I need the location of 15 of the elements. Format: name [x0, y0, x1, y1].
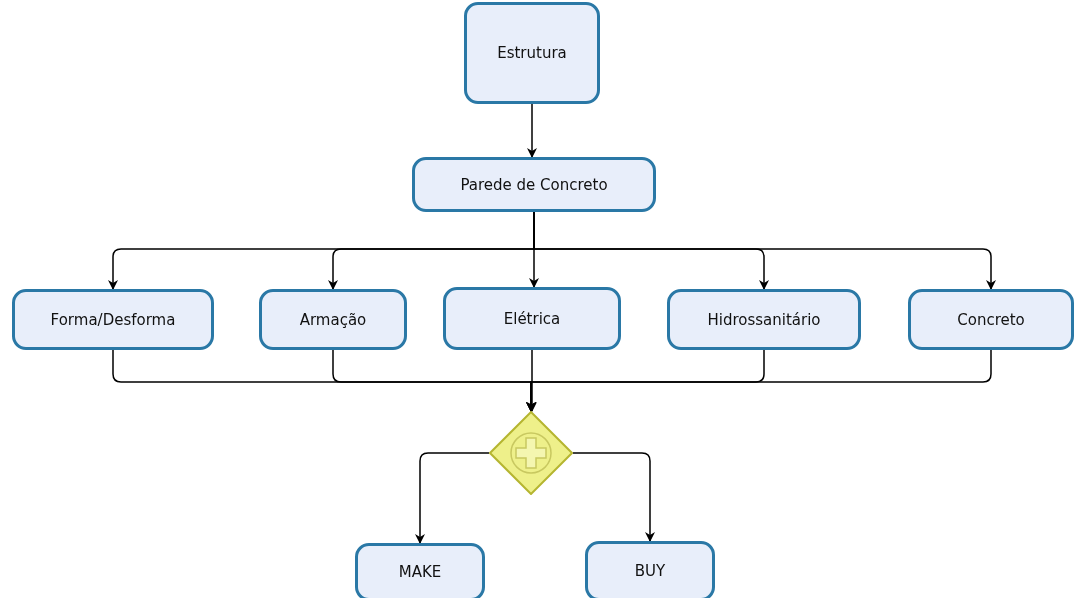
process-box: Estrutura — [464, 2, 600, 104]
arrow — [527, 349, 537, 412]
process-box: Forma/Desforma — [12, 289, 214, 350]
process-box: Hidrossanitário — [667, 289, 861, 350]
process-box: Elétrica — [443, 287, 621, 350]
arrow — [572, 452, 655, 542]
gateway-diamond — [489, 411, 573, 495]
process-box: Armação — [259, 289, 407, 350]
process-box: MAKE — [355, 543, 485, 598]
process-box: Parede de Concreto — [412, 157, 656, 212]
arrow — [415, 452, 490, 544]
arrow — [526, 349, 992, 412]
process-box: Concreto — [908, 289, 1074, 350]
process-box: BUY — [585, 541, 715, 598]
arrow — [527, 103, 537, 158]
